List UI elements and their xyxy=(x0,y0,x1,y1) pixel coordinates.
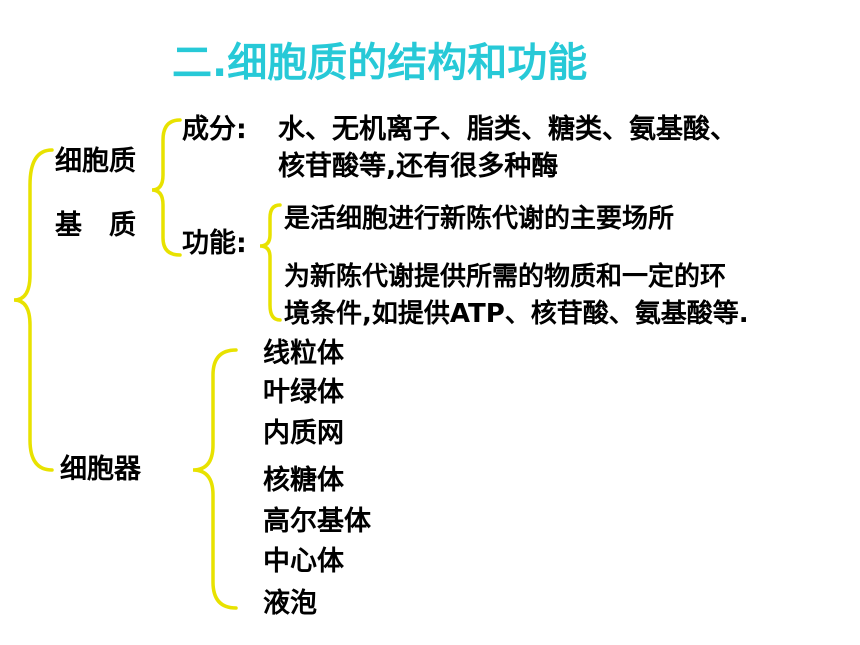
organelle-item: 线粒体 xyxy=(263,338,344,369)
organelles-label: 细胞器 xyxy=(60,454,141,485)
matrix-label-line1: 细胞质 xyxy=(55,146,136,177)
page-title: 二.细胞质的结构和功能 xyxy=(172,40,588,86)
composition-line1: 水、无机离子、脂类、糖类、氨基酸、 xyxy=(278,114,737,145)
matrix-brace xyxy=(151,118,182,257)
function-item1: 是活细胞进行新陈代谢的主要场所 xyxy=(284,204,675,234)
organelle-item: 高尔基体 xyxy=(263,506,371,537)
function-item2-line1: 为新陈代谢提供所需的物质和一定的环 xyxy=(284,262,727,292)
organelle-item: 内质网 xyxy=(263,418,344,449)
matrix-label-line2: 基 质 xyxy=(55,210,136,241)
composition-label: 成分: xyxy=(182,114,247,145)
organelle-item: 叶绿体 xyxy=(263,377,344,408)
outer-brace xyxy=(13,148,54,472)
organelle-item: 核糖体 xyxy=(263,465,344,496)
function-item2-line2: 境条件,如提供ATP、核苷酸、氨基酸等. xyxy=(284,299,749,329)
function-label: 功能: xyxy=(182,228,247,259)
organelle-brace xyxy=(192,348,238,610)
organelle-item: 液泡 xyxy=(263,588,317,619)
function-brace xyxy=(259,203,282,322)
organelle-item: 中心体 xyxy=(263,546,344,577)
composition-line2: 核苷酸等,还有很多种酶 xyxy=(278,151,559,182)
